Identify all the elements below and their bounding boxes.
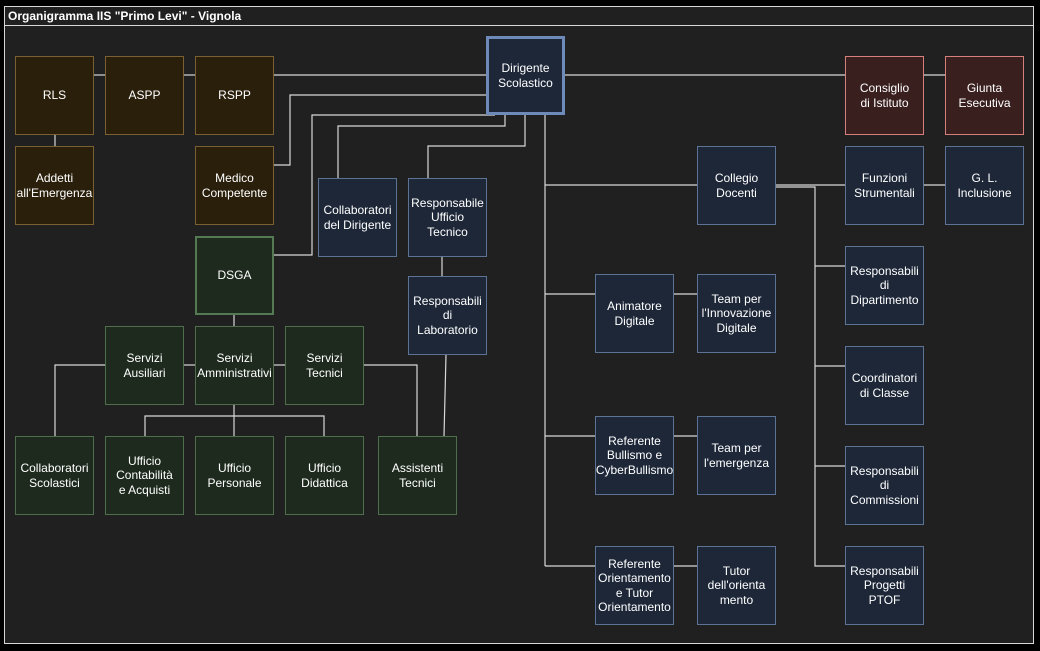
node-ufficio-contabilita[interactable]: Ufficio Contabilità e Acquisti bbox=[105, 436, 184, 515]
node-responsabili-laboratorio[interactable]: Responsabili di Laboratorio bbox=[408, 276, 487, 355]
node-consiglio-istituto[interactable]: Consiglio di Istituto bbox=[845, 56, 924, 135]
connector-collaboratori-dirigente bbox=[337, 115, 506, 178]
node-ufficio-personale[interactable]: Ufficio Personale bbox=[195, 436, 274, 515]
node-team-emergenza[interactable]: Team per l'emergenza bbox=[697, 416, 776, 495]
node-responsabile-ufficio-tecnico[interactable]: Responsabile Ufficio Tecnico bbox=[408, 178, 487, 257]
node-giunta-esecutiva[interactable]: Giunta Esecutiva bbox=[945, 56, 1024, 135]
node-gl-inclusione[interactable]: G. L. Inclusione bbox=[945, 146, 1024, 225]
node-referente-bullismo[interactable]: Referente Bullismo e CyberBullismo bbox=[595, 416, 674, 495]
node-responsabili-dipartimento[interactable]: Responsabili di Dipartimento bbox=[845, 246, 924, 325]
node-responsabili-commissioni[interactable]: Responsabili di Commissioni bbox=[845, 446, 924, 525]
node-coordinatori-classe[interactable]: Coordinatori di Classe bbox=[845, 346, 924, 425]
node-collaboratori-scolastici[interactable]: Collaboratori Scolastici bbox=[15, 436, 94, 515]
node-rspp[interactable]: RSPP bbox=[195, 56, 274, 135]
connector-assistenti-tecnici bbox=[364, 364, 418, 436]
node-addetti-emergenza[interactable]: Addetti all'Emergenza bbox=[15, 146, 94, 225]
connector-collaboratori-scolastici bbox=[54, 364, 105, 436]
node-servizi-amministrativi[interactable]: Servizi Amministrativi bbox=[195, 326, 274, 405]
node-medico-competente[interactable]: Medico Competente bbox=[195, 146, 274, 225]
connector-resp-ufficio-tecnico bbox=[427, 115, 526, 178]
node-referente-orientamento[interactable]: Referente Orientamento e Tutor Orientame… bbox=[595, 546, 674, 625]
connector-uffici bbox=[144, 415, 325, 436]
node-aspp[interactable]: ASPP bbox=[105, 56, 184, 135]
node-responsabili-progetti-ptof[interactable]: Responsabili Progetti PTOF bbox=[845, 546, 924, 625]
node-dsga[interactable]: DSGA bbox=[195, 236, 274, 315]
diagram-title: Organigramma IIS "Primo Levi" - Vignola bbox=[8, 9, 242, 23]
node-collaboratori-dirigente[interactable]: Collaboratori del Dirigente bbox=[318, 178, 397, 257]
node-funzioni-strumentali[interactable]: Funzioni Strumentali bbox=[845, 146, 924, 225]
connector-collegio-vertical bbox=[776, 186, 845, 567]
node-servizi-tecnici[interactable]: Servizi Tecnici bbox=[285, 326, 364, 405]
connector-dsga bbox=[274, 114, 495, 256]
node-ufficio-didattica[interactable]: Ufficio Didattica bbox=[285, 436, 364, 515]
node-dirigente-scolastico[interactable]: Dirigente Scolastico bbox=[486, 36, 565, 115]
title-bar: Organigramma IIS "Primo Levi" - Vignola bbox=[5, 7, 1033, 26]
node-rls[interactable]: RLS bbox=[15, 56, 94, 135]
connector-medico bbox=[274, 94, 487, 166]
node-collegio-docenti[interactable]: Collegio Docenti bbox=[697, 146, 776, 225]
node-assistenti-tecnici[interactable]: Assistenti Tecnici bbox=[378, 436, 457, 515]
node-servizi-ausiliari[interactable]: Servizi Ausiliari bbox=[105, 326, 184, 405]
node-team-innovazione-digitale[interactable]: Team per l'Innovazione Digitale bbox=[697, 274, 776, 353]
node-animatore-digitale[interactable]: Animatore Digitale bbox=[595, 274, 674, 353]
connector-laboratorio-assistenti bbox=[443, 354, 447, 437]
node-tutor-orientamento[interactable]: Tutor dell'orienta mento bbox=[697, 546, 776, 625]
